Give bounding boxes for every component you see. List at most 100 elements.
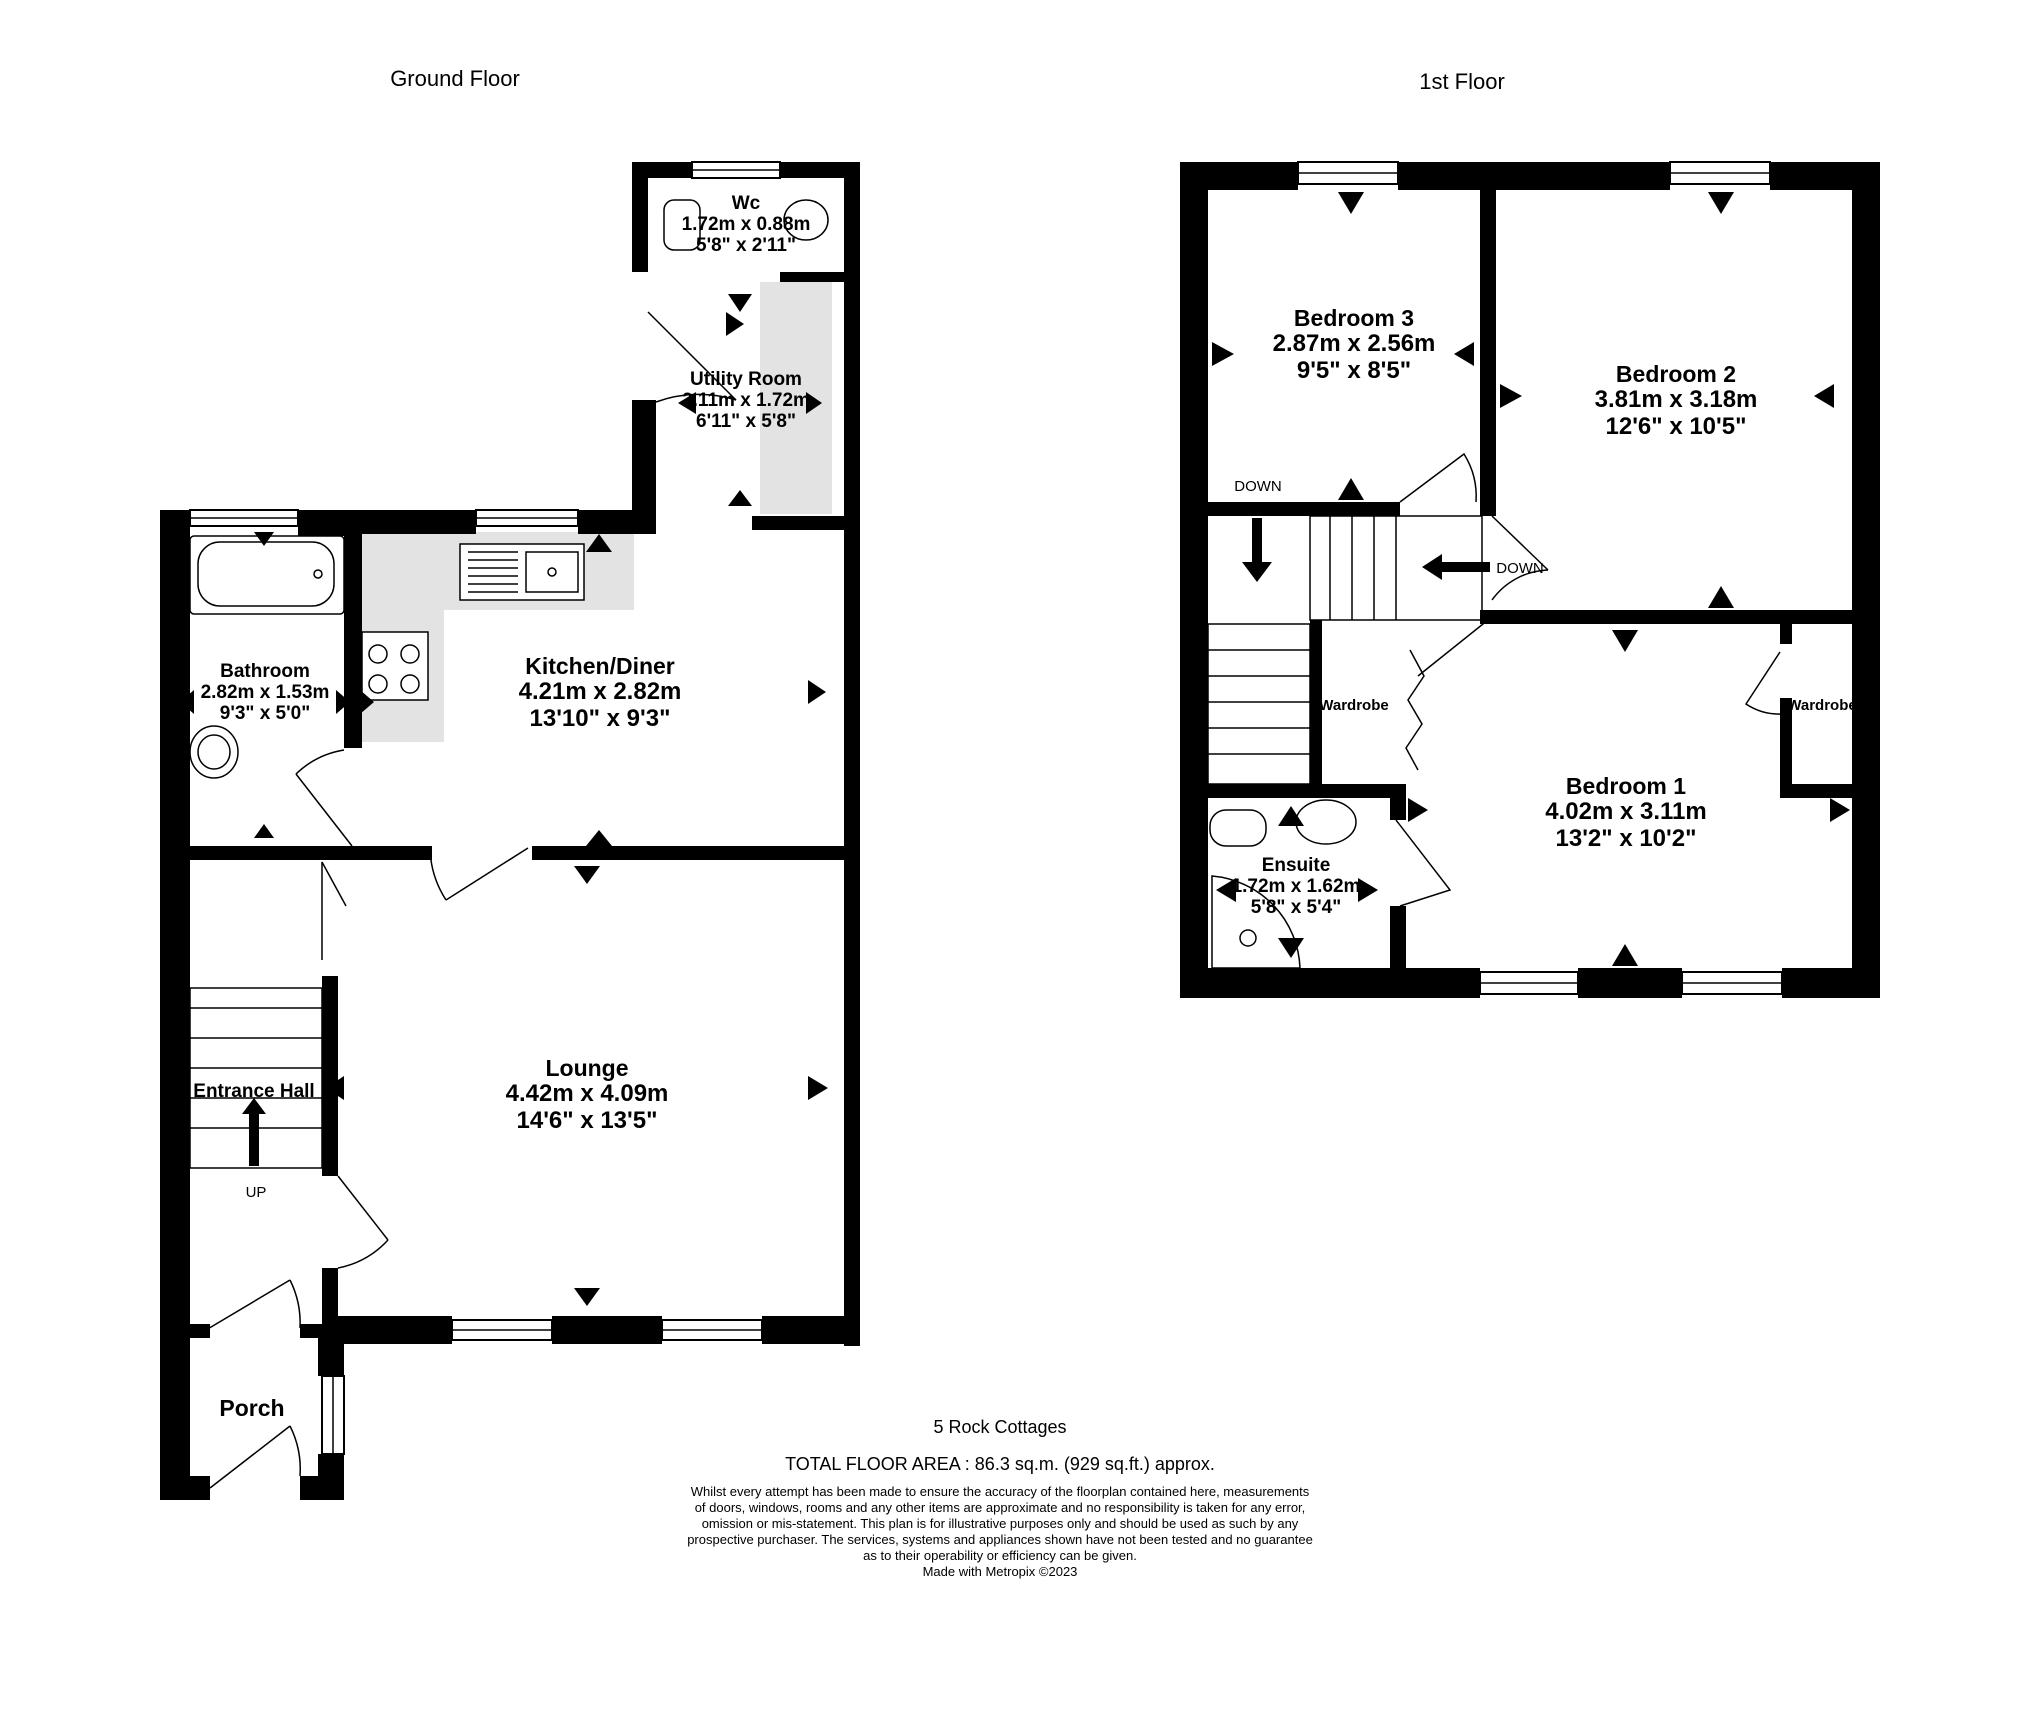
room-imperial: 13'10" x 9'3" (529, 704, 671, 732)
room-label-ensuite: Ensuite 1.72m x 1.62m 5'8" x 5'4" (1231, 855, 1361, 919)
wall (1780, 784, 1852, 798)
wall (1390, 906, 1406, 982)
room-metric: 3.81m x 3.18m (1594, 386, 1758, 414)
room-label-bedroom-2: Bedroom 2 3.81m x 3.18m 12'6" x 10'5" (1594, 361, 1758, 440)
wall (1208, 784, 1400, 798)
wall (532, 846, 860, 860)
wall (160, 510, 190, 1500)
stair-up-arrow (242, 1098, 266, 1166)
ground-floor-plan (160, 161, 860, 1500)
room-imperial: 13'2" x 10'2" (1555, 824, 1697, 852)
wall (1180, 968, 1480, 998)
wall (1180, 162, 1208, 998)
utility-worktop (760, 282, 832, 514)
wall (1852, 162, 1880, 998)
first-floor-title: 1st Floor (1419, 69, 1505, 94)
wall (1782, 968, 1880, 998)
room-name: Bathroom (220, 661, 310, 682)
wall (552, 1316, 662, 1344)
wall (1390, 784, 1406, 820)
room-label-wc: Wc 1.72m x 0.88m 5'8" x 2'11" (681, 193, 811, 257)
property-address: 5 Rock Cottages (933, 1417, 1067, 1437)
dimension-arrows (180, 294, 828, 1306)
wall (322, 976, 338, 1176)
disclaimer: Whilst every attempt has been made to en… (687, 1484, 1313, 1580)
wall (1780, 620, 1792, 644)
room-metric: 4.21m x 2.82m (518, 678, 682, 706)
room-name: Bedroom 2 (1615, 361, 1737, 387)
credit: Made with Metropix ©2023 (922, 1564, 1078, 1579)
room-imperial: 9'5" x 8'5" (1296, 356, 1412, 384)
wall (1578, 968, 1682, 998)
room-metric: 1.72m x 0.88m (681, 213, 811, 235)
room-metric: 2.11m x 1.72m (682, 389, 810, 411)
wall (844, 162, 860, 1346)
toilet (1209, 809, 1267, 847)
room-label-wardrobe-left: Wardrobe (1319, 697, 1389, 715)
disclaimer-line: prospective purchaser. The services, sys… (687, 1532, 1313, 1547)
disclaimer-line: as to their operability or efficiency ca… (863, 1548, 1137, 1563)
room-name: Kitchen/Diner (525, 653, 675, 679)
ensuite-basin (1295, 799, 1357, 845)
room-label-wardrobe-right: Wardrobe (1787, 697, 1856, 715)
room-label-bathroom: Bathroom 2.82m x 1.53m 9'3" x 5'0" (200, 661, 330, 725)
staircase (189, 987, 323, 1169)
wall (632, 162, 648, 272)
wall (160, 1476, 210, 1500)
wall (762, 1316, 860, 1344)
room-label-lounge: Lounge 4.42m x 4.09m 14'6" x 13'5" (505, 1055, 669, 1134)
wall (318, 1330, 344, 1376)
wall (1780, 698, 1792, 788)
room-label-bedroom-3: Bedroom 3 2.87m x 2.56m 9'5" x 8'5" (1272, 305, 1436, 384)
wall (1310, 620, 1322, 790)
room-metric: 2.82m x 1.53m (200, 681, 330, 703)
dimension-arrows (1212, 192, 1850, 966)
room-name: Entrance Hall (193, 1081, 315, 1102)
wall (190, 1324, 210, 1338)
wall (1480, 182, 1496, 516)
stair-down-arrows (1242, 518, 1490, 582)
room-label-kitchen: Kitchen/Diner 4.21m x 2.82m 13'10" x 9'3… (518, 653, 682, 732)
wall (160, 846, 432, 860)
room-imperial: 9'3" x 5'0" (219, 702, 311, 724)
wall (300, 1476, 344, 1500)
room-metric: 2.87m x 2.56m (1272, 330, 1436, 358)
wall (1398, 162, 1670, 190)
stairs-up-label: UP (245, 1184, 267, 1201)
wall (1480, 610, 1852, 624)
wall (780, 272, 860, 282)
wall (1208, 502, 1400, 516)
room-label-porch: Porch (219, 1395, 284, 1421)
disclaimer-line: Whilst every attempt has been made to en… (690, 1484, 1310, 1499)
disclaimer-line: omission or mis-statement. This plan is … (701, 1516, 1299, 1531)
wall (360, 510, 476, 534)
room-name: Bedroom 3 (1293, 305, 1415, 331)
wc-basin (783, 199, 829, 241)
room-imperial: 6'11" x 5'8" (696, 410, 796, 432)
room-imperial: 5'8" x 2'11" (696, 234, 796, 256)
first-floor-plan (1180, 161, 1880, 998)
wall (344, 526, 362, 748)
room-imperial: 12'6" x 10'5" (1605, 412, 1747, 440)
stairs-down-label: DOWN (1234, 478, 1282, 495)
room-name: Utility Room (690, 369, 802, 390)
wall (632, 400, 656, 520)
room-name: Wardrobe (1319, 697, 1389, 714)
wall (780, 162, 860, 178)
room-metric: 1.72m x 1.62m (1231, 875, 1361, 897)
stairs-down-label: DOWN (1496, 560, 1544, 577)
room-imperial: 14'6" x 13'5" (516, 1106, 658, 1134)
room-name: Bedroom 1 (1565, 773, 1687, 799)
room-name: Lounge (545, 1055, 629, 1081)
room-metric: 4.02m x 3.11m (1545, 798, 1707, 826)
room-label-entrance-hall: Entrance Hall (193, 1081, 315, 1103)
toilet (663, 199, 701, 251)
room-imperial: 5'8" x 5'4" (1250, 896, 1342, 918)
wall (752, 516, 860, 530)
total-floor-area: TOTAL FLOOR AREA : 86.3 sq.m. (929 sq.ft… (785, 1454, 1215, 1474)
room-metric: 4.42m x 4.09m (505, 1080, 669, 1108)
room-name: Ensuite (1261, 855, 1331, 876)
disclaimer-line: of doors, windows, rooms and any other i… (694, 1500, 1306, 1515)
